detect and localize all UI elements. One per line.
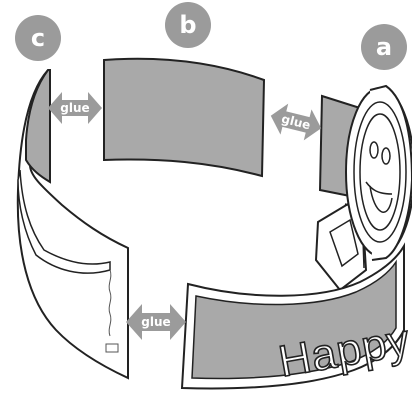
badge-a: a — [361, 24, 407, 70]
badge-a-label: a — [376, 33, 392, 61]
badge-c-label: c — [31, 24, 45, 52]
glue-label-bottom: glue — [141, 315, 170, 329]
panel-piece-b — [104, 59, 264, 176]
glue-arrow-bottom: glue — [126, 304, 186, 340]
glue-arrow-left: glue — [48, 92, 102, 124]
glue-arrow-right: glue — [267, 100, 325, 144]
badge-b: b — [165, 2, 211, 48]
badge-b-label: b — [179, 11, 196, 39]
glue-label-left: glue — [60, 101, 89, 115]
badge-c: c — [15, 15, 61, 61]
